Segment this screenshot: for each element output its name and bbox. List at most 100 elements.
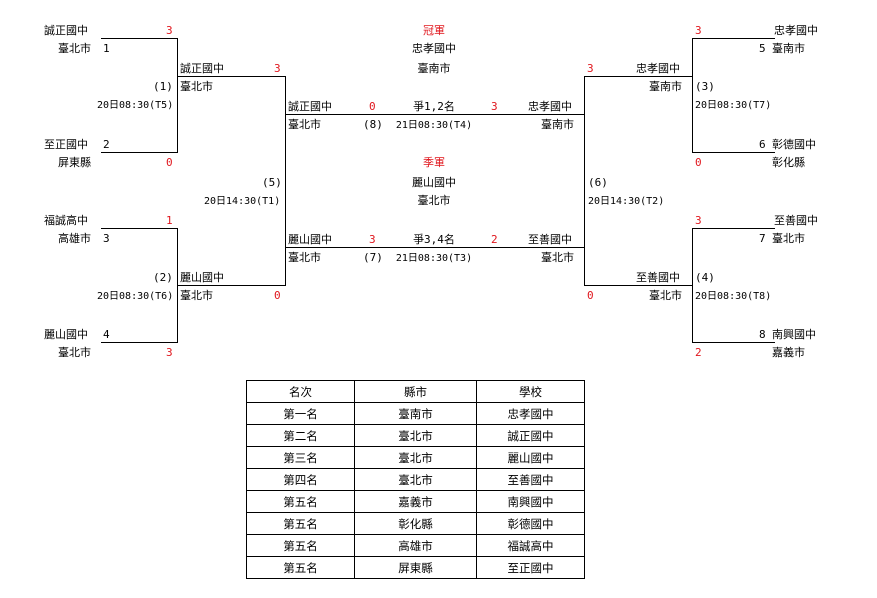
city-cell: 臺北市 [354, 468, 477, 491]
table-row: 第三名 臺北市 麗山國中 [246, 446, 585, 469]
semifinal-school: 至善國中 [528, 232, 572, 246]
semifinal-city: 臺北市 [288, 117, 321, 131]
team-city: 彰化縣 [772, 155, 805, 169]
left-bracket-lines [101, 38, 393, 343]
rank-cell: 第三名 [246, 446, 355, 469]
round1-score: 0 [695, 156, 702, 169]
game-number: (3) [695, 80, 715, 93]
game-time: 21日08:30(T4) [396, 120, 472, 131]
team-school: 至善國中 [774, 213, 818, 227]
table-row: 第五名 嘉義市 南興國中 [246, 490, 585, 513]
table-header-row: 名次 縣市 學校 [246, 380, 585, 403]
game-number: (8) [363, 118, 383, 131]
table-row: 第五名 屏東縣 至正國中 [246, 556, 585, 579]
school-cell: 忠孝國中 [476, 402, 585, 425]
round1-score: 3 [695, 24, 702, 37]
round1-score: 1 [166, 214, 173, 227]
team-seed: 3 [103, 232, 110, 245]
school-cell: 彰德國中 [476, 512, 585, 535]
city-cell: 嘉義市 [354, 490, 477, 513]
team-school: 至正國中 [44, 138, 88, 151]
team-seed: 1 [103, 42, 110, 55]
table-row: 第一名 臺南市 忠孝國中 [246, 402, 585, 425]
round1-score: 2 [695, 346, 702, 359]
team-seed: 2 [103, 138, 110, 151]
rank-cell: 第五名 [246, 490, 355, 513]
winner-city: 臺北市 [180, 79, 213, 93]
semifinal-school: 忠孝國中 [528, 100, 572, 113]
rank-cell: 第四名 [246, 468, 355, 491]
team-seed: 8 [759, 328, 766, 341]
team-seed: 6 [759, 138, 766, 151]
table-row: 第五名 高雄市 福誠高中 [246, 534, 585, 557]
city-cell: 臺北市 [354, 424, 477, 447]
round1-score: 0 [166, 156, 173, 169]
rank-cell: 第五名 [246, 534, 355, 557]
game-time: 21日08:30(T3) [396, 253, 472, 264]
city-cell: 臺北市 [354, 446, 477, 469]
semifinal-city: 臺北市 [541, 250, 574, 264]
winner-school: 忠孝國中 [636, 62, 680, 75]
third-place-label: 爭3,4名 [413, 232, 455, 246]
champion-school: 忠孝國中 [412, 42, 456, 55]
round1-score: 3 [166, 346, 173, 359]
tournament-bracket: 誠正國中 3 臺北市 1 至正國中 2 屏東縣 0 福誠高中 1 高雄市 3 麗… [44, 24, 818, 359]
team-city: 臺北市 [58, 345, 91, 359]
team-city: 臺北市 [58, 41, 91, 55]
rank-cell: 第五名 [246, 512, 355, 535]
game-number: (1) [153, 80, 173, 93]
semifinal-school: 誠正國中 [288, 100, 332, 113]
team-school: 福誠高中 [44, 213, 88, 227]
rank-cell: 第五名 [246, 556, 355, 579]
team-seed: 5 [759, 42, 766, 55]
team-school: 忠孝國中 [774, 24, 818, 37]
third-school: 麗山國中 [412, 176, 456, 189]
winner-city: 臺北市 [649, 288, 682, 302]
right-bracket-lines [584, 38, 775, 343]
team-school: 南興國中 [772, 328, 816, 341]
team-city: 臺北市 [772, 231, 805, 245]
school-cell: 至善國中 [476, 468, 585, 491]
school-cell: 南興國中 [476, 490, 585, 513]
round2-score: 3 [274, 62, 281, 75]
semifinal-city: 臺北市 [288, 250, 321, 264]
team-city: 臺南市 [772, 41, 805, 55]
final-score: 3 [491, 100, 498, 113]
game-number: (4) [695, 271, 715, 284]
semifinal-school: 麗山國中 [288, 233, 332, 246]
team-seed: 7 [759, 232, 766, 245]
table-row: 第二名 臺北市 誠正國中 [246, 424, 585, 447]
champion-city: 臺南市 [418, 61, 451, 75]
city-cell: 高雄市 [354, 534, 477, 557]
game-number: (6) [588, 176, 608, 189]
winner-school: 麗山國中 [180, 271, 224, 284]
game-number: (2) [153, 271, 173, 284]
round2-score: 0 [274, 289, 281, 302]
team-school: 誠正國中 [44, 24, 88, 37]
column-header-rank: 名次 [246, 380, 355, 403]
team-city: 嘉義市 [772, 345, 805, 359]
city-cell: 屏東縣 [354, 556, 477, 579]
ranking-table: 名次 縣市 學校 第一名 臺南市 忠孝國中 第二名 臺北市 誠正國中 第三名 臺… [246, 380, 585, 579]
rank-cell: 第二名 [246, 424, 355, 447]
team-school: 彰德國中 [772, 137, 816, 151]
winner-city: 臺南市 [649, 79, 682, 93]
winner-school: 至善國中 [636, 270, 680, 284]
semifinal-score: 3 [369, 233, 376, 246]
game-number: (5) [262, 176, 282, 189]
round1-score: 3 [166, 24, 173, 37]
round2-score: 0 [587, 289, 594, 302]
game-time: 20日14:30(T1) [204, 196, 280, 207]
team-school: 麗山國中 [44, 328, 88, 341]
school-cell: 麗山國中 [476, 446, 585, 469]
school-cell: 至正國中 [476, 556, 585, 579]
table-row: 第四名 臺北市 至善國中 [246, 468, 585, 491]
winner-school: 誠正國中 [180, 62, 224, 75]
team-seed: 4 [103, 328, 110, 341]
game-time: 20日08:30(T8) [695, 291, 771, 302]
column-header-city: 縣市 [354, 380, 477, 403]
game-time: 20日08:30(T6) [97, 291, 173, 302]
column-header-school: 學校 [476, 380, 585, 403]
city-cell: 彰化縣 [354, 512, 477, 535]
game-time: 20日14:30(T2) [588, 196, 664, 207]
